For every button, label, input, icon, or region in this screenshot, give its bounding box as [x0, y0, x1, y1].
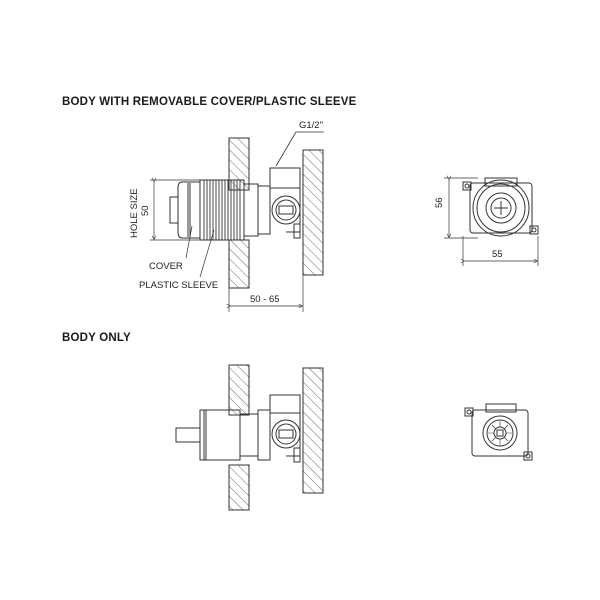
height-label: 56 [434, 197, 445, 208]
thread-label: G1/2" [299, 120, 323, 131]
width-label: 55 [492, 249, 503, 260]
front-view-with-cover: 56 55 [434, 178, 539, 266]
front-view-body-only [464, 403, 533, 461]
section-title-body-with-cover: BODY WITH REMOVABLE COVER/PLASTIC SLEEVE [62, 96, 357, 108]
cover [169, 181, 201, 239]
side-view-body-only [175, 364, 324, 511]
valve-body [257, 167, 301, 239]
depth-range-label: 50 - 65 [250, 294, 280, 305]
plastic-sleeve [199, 179, 259, 241]
side-view-with-cover: G1/2" HOLE SIZE 50 COVER PLASTIC SLEEVE … [129, 120, 324, 312]
wall-right-2 [302, 367, 324, 494]
plastic-sleeve-label: PLASTIC SLEEVE [139, 280, 218, 291]
cover-label: COVER [149, 261, 183, 272]
wall-right [302, 149, 324, 276]
cover-leader [185, 225, 193, 259]
section-title-body-only: BODY ONLY [62, 332, 131, 344]
wall-left-upper-2 [228, 364, 250, 416]
wall-left-lower-2 [228, 464, 250, 511]
depth-dimension: 50 - 65 [229, 275, 304, 312]
hole-size-dimension: HOLE SIZE 50 [129, 180, 200, 241]
hole-size-label: HOLE SIZE [129, 188, 140, 238]
wall-left-lower [228, 239, 250, 289]
sleeve-leader [199, 229, 215, 278]
wall-left-upper [228, 137, 250, 191]
thread-callout: G1/2" [275, 120, 324, 167]
hole-size-value: 50 [140, 205, 151, 216]
